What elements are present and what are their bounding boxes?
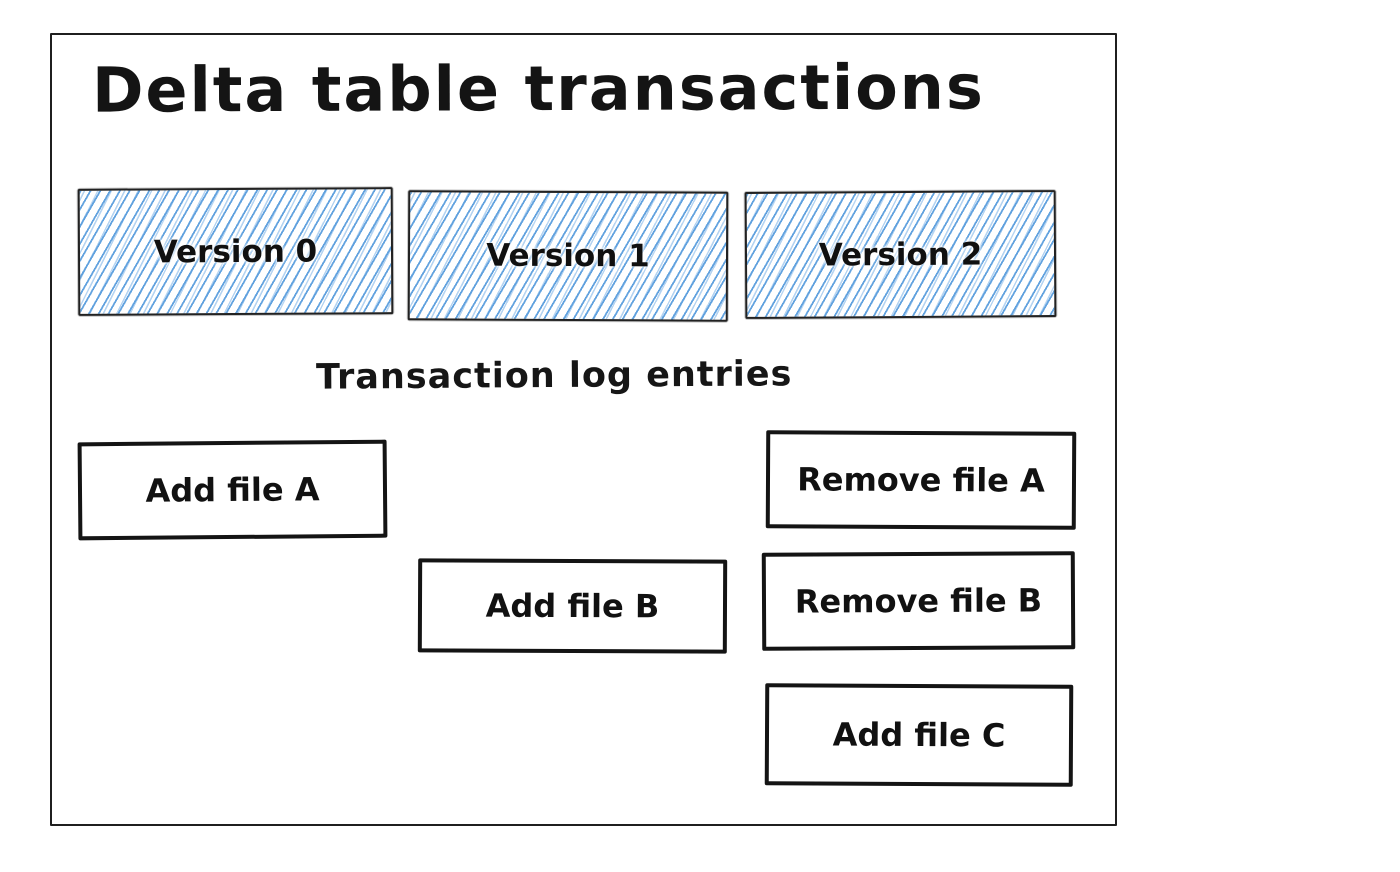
transaction-log-entries-label: Transaction log entries	[315, 354, 793, 398]
log-entry-remove-file-a-label: Remove file A	[797, 460, 1045, 500]
version-box-1: Version 1	[407, 190, 729, 322]
log-entry-remove-file-b-label: Remove file B	[794, 581, 1043, 621]
version-box-0: Version 0	[77, 187, 394, 316]
log-entry-remove-file-a: Remove file A	[765, 430, 1077, 530]
log-entry-add-file-a: Add file A	[77, 439, 388, 541]
log-entry-add-file-c: Add file C	[764, 683, 1074, 787]
log-entry-add-file-b-label: Add file B	[485, 586, 660, 626]
log-entry-add-file-b: Add file B	[417, 558, 728, 654]
version-box-0-label: Version 0	[153, 233, 318, 270]
log-entry-remove-file-b: Remove file B	[761, 551, 1076, 651]
diagram-title: Delta table transactions	[91, 50, 985, 127]
version-box-2: Version 2	[744, 190, 1057, 319]
version-box-2-label: Version 2	[818, 236, 983, 273]
version-box-1-label: Version 1	[486, 237, 650, 275]
log-entry-add-file-c-label: Add file C	[832, 715, 1006, 755]
log-entry-add-file-a-label: Add file A	[145, 470, 320, 510]
